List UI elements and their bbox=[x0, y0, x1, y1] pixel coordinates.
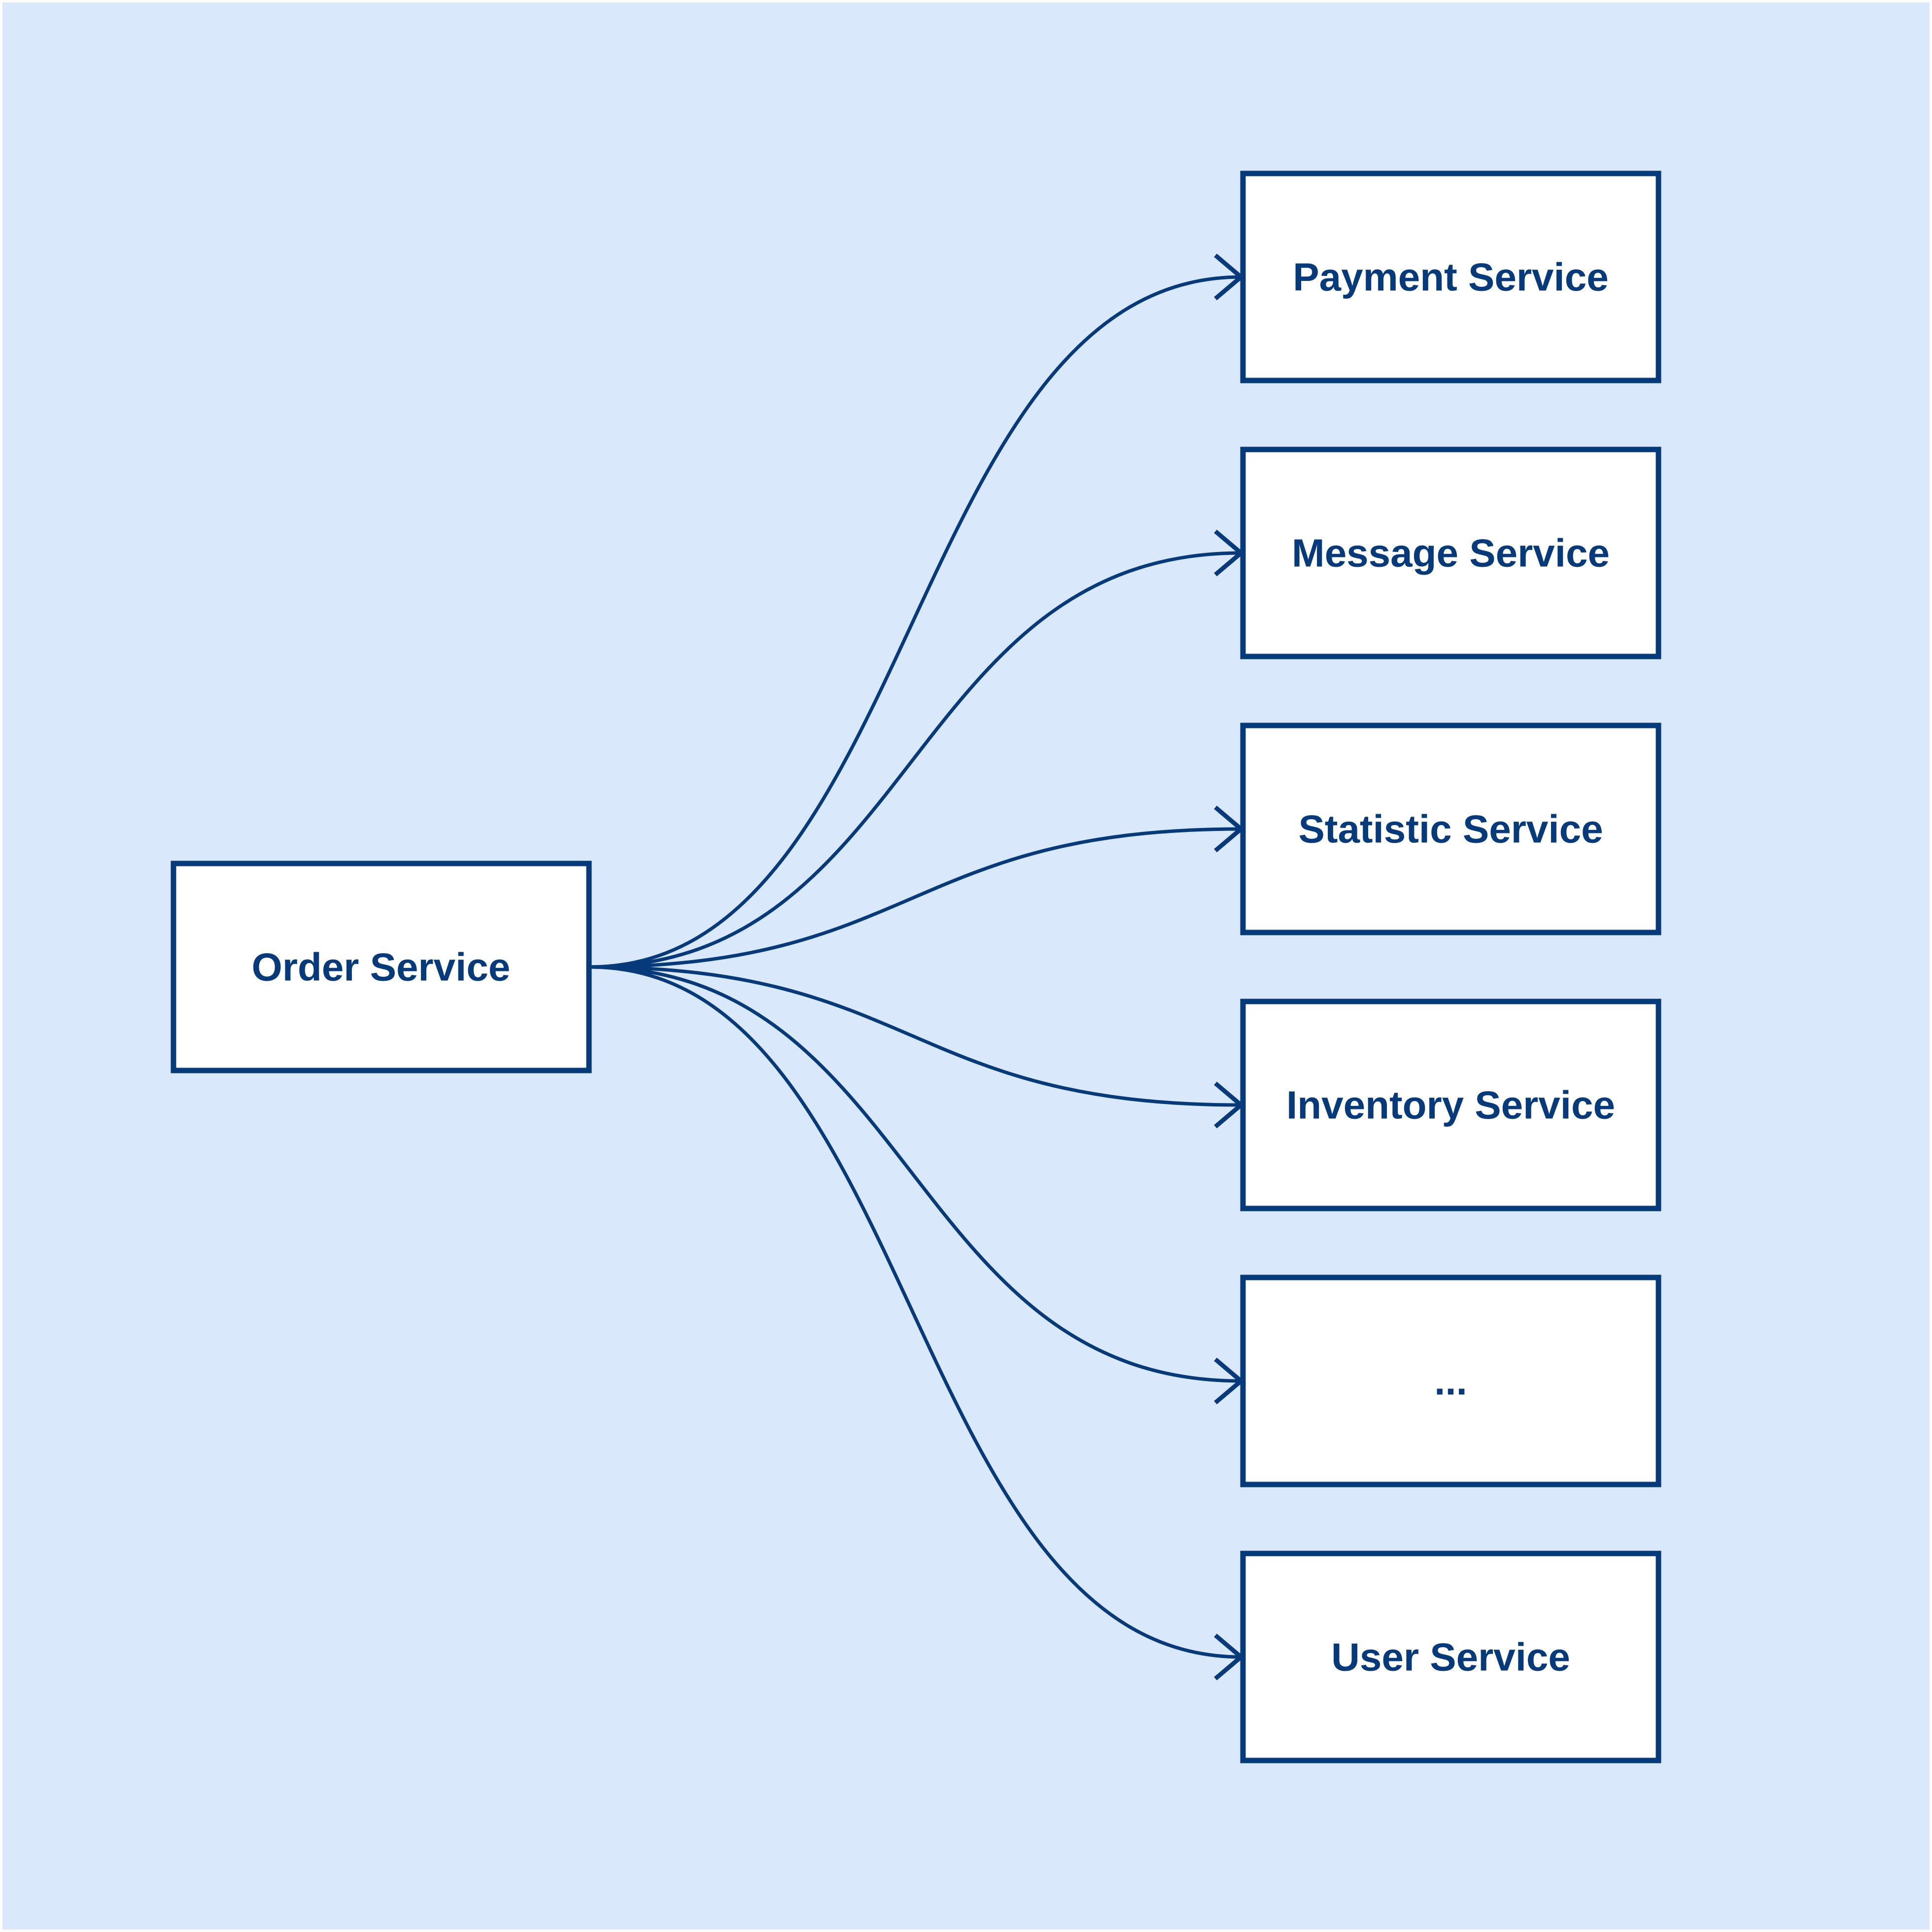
message-service-box bbox=[1240, 447, 1661, 659]
edge-inventory-service bbox=[589, 965, 1242, 1107]
inventory-service-label: Inventory Service bbox=[1286, 1083, 1615, 1127]
edge-statistic-service bbox=[589, 827, 1242, 969]
message-service-node[interactable]: Message Service bbox=[1240, 447, 1661, 659]
statistic-service-node[interactable]: Statistic Service bbox=[1240, 723, 1661, 935]
statistic-service-label: Statistic Service bbox=[1298, 807, 1603, 851]
user-service-label: User Service bbox=[1331, 1635, 1570, 1679]
message-service-label: Message Service bbox=[1292, 531, 1610, 575]
payment-service-node[interactable]: Payment Service bbox=[1240, 171, 1661, 383]
edge-message-service bbox=[589, 551, 1242, 969]
edge-more-services bbox=[589, 965, 1242, 1383]
more-services-node[interactable]: ... bbox=[1240, 1275, 1661, 1487]
edge-user-service bbox=[589, 965, 1242, 1659]
payment-service-label: Payment Service bbox=[1293, 255, 1608, 299]
more-services-box bbox=[1240, 1275, 1661, 1487]
order-service-node[interactable]: Order Service bbox=[171, 861, 592, 1073]
inventory-service-node[interactable]: Inventory Service bbox=[1240, 999, 1661, 1211]
order-service-box bbox=[171, 861, 592, 1073]
edges-layer bbox=[589, 275, 1242, 1659]
order-service-label: Order Service bbox=[252, 945, 511, 989]
inventory-service-box bbox=[1240, 999, 1661, 1211]
user-service-node[interactable]: User Service bbox=[1240, 1551, 1661, 1763]
edge-payment-service bbox=[589, 275, 1242, 969]
payment-service-box bbox=[1240, 171, 1661, 383]
statistic-service-box bbox=[1240, 723, 1661, 935]
user-service-box bbox=[1240, 1551, 1661, 1763]
more-services-label: ... bbox=[1434, 1359, 1467, 1403]
